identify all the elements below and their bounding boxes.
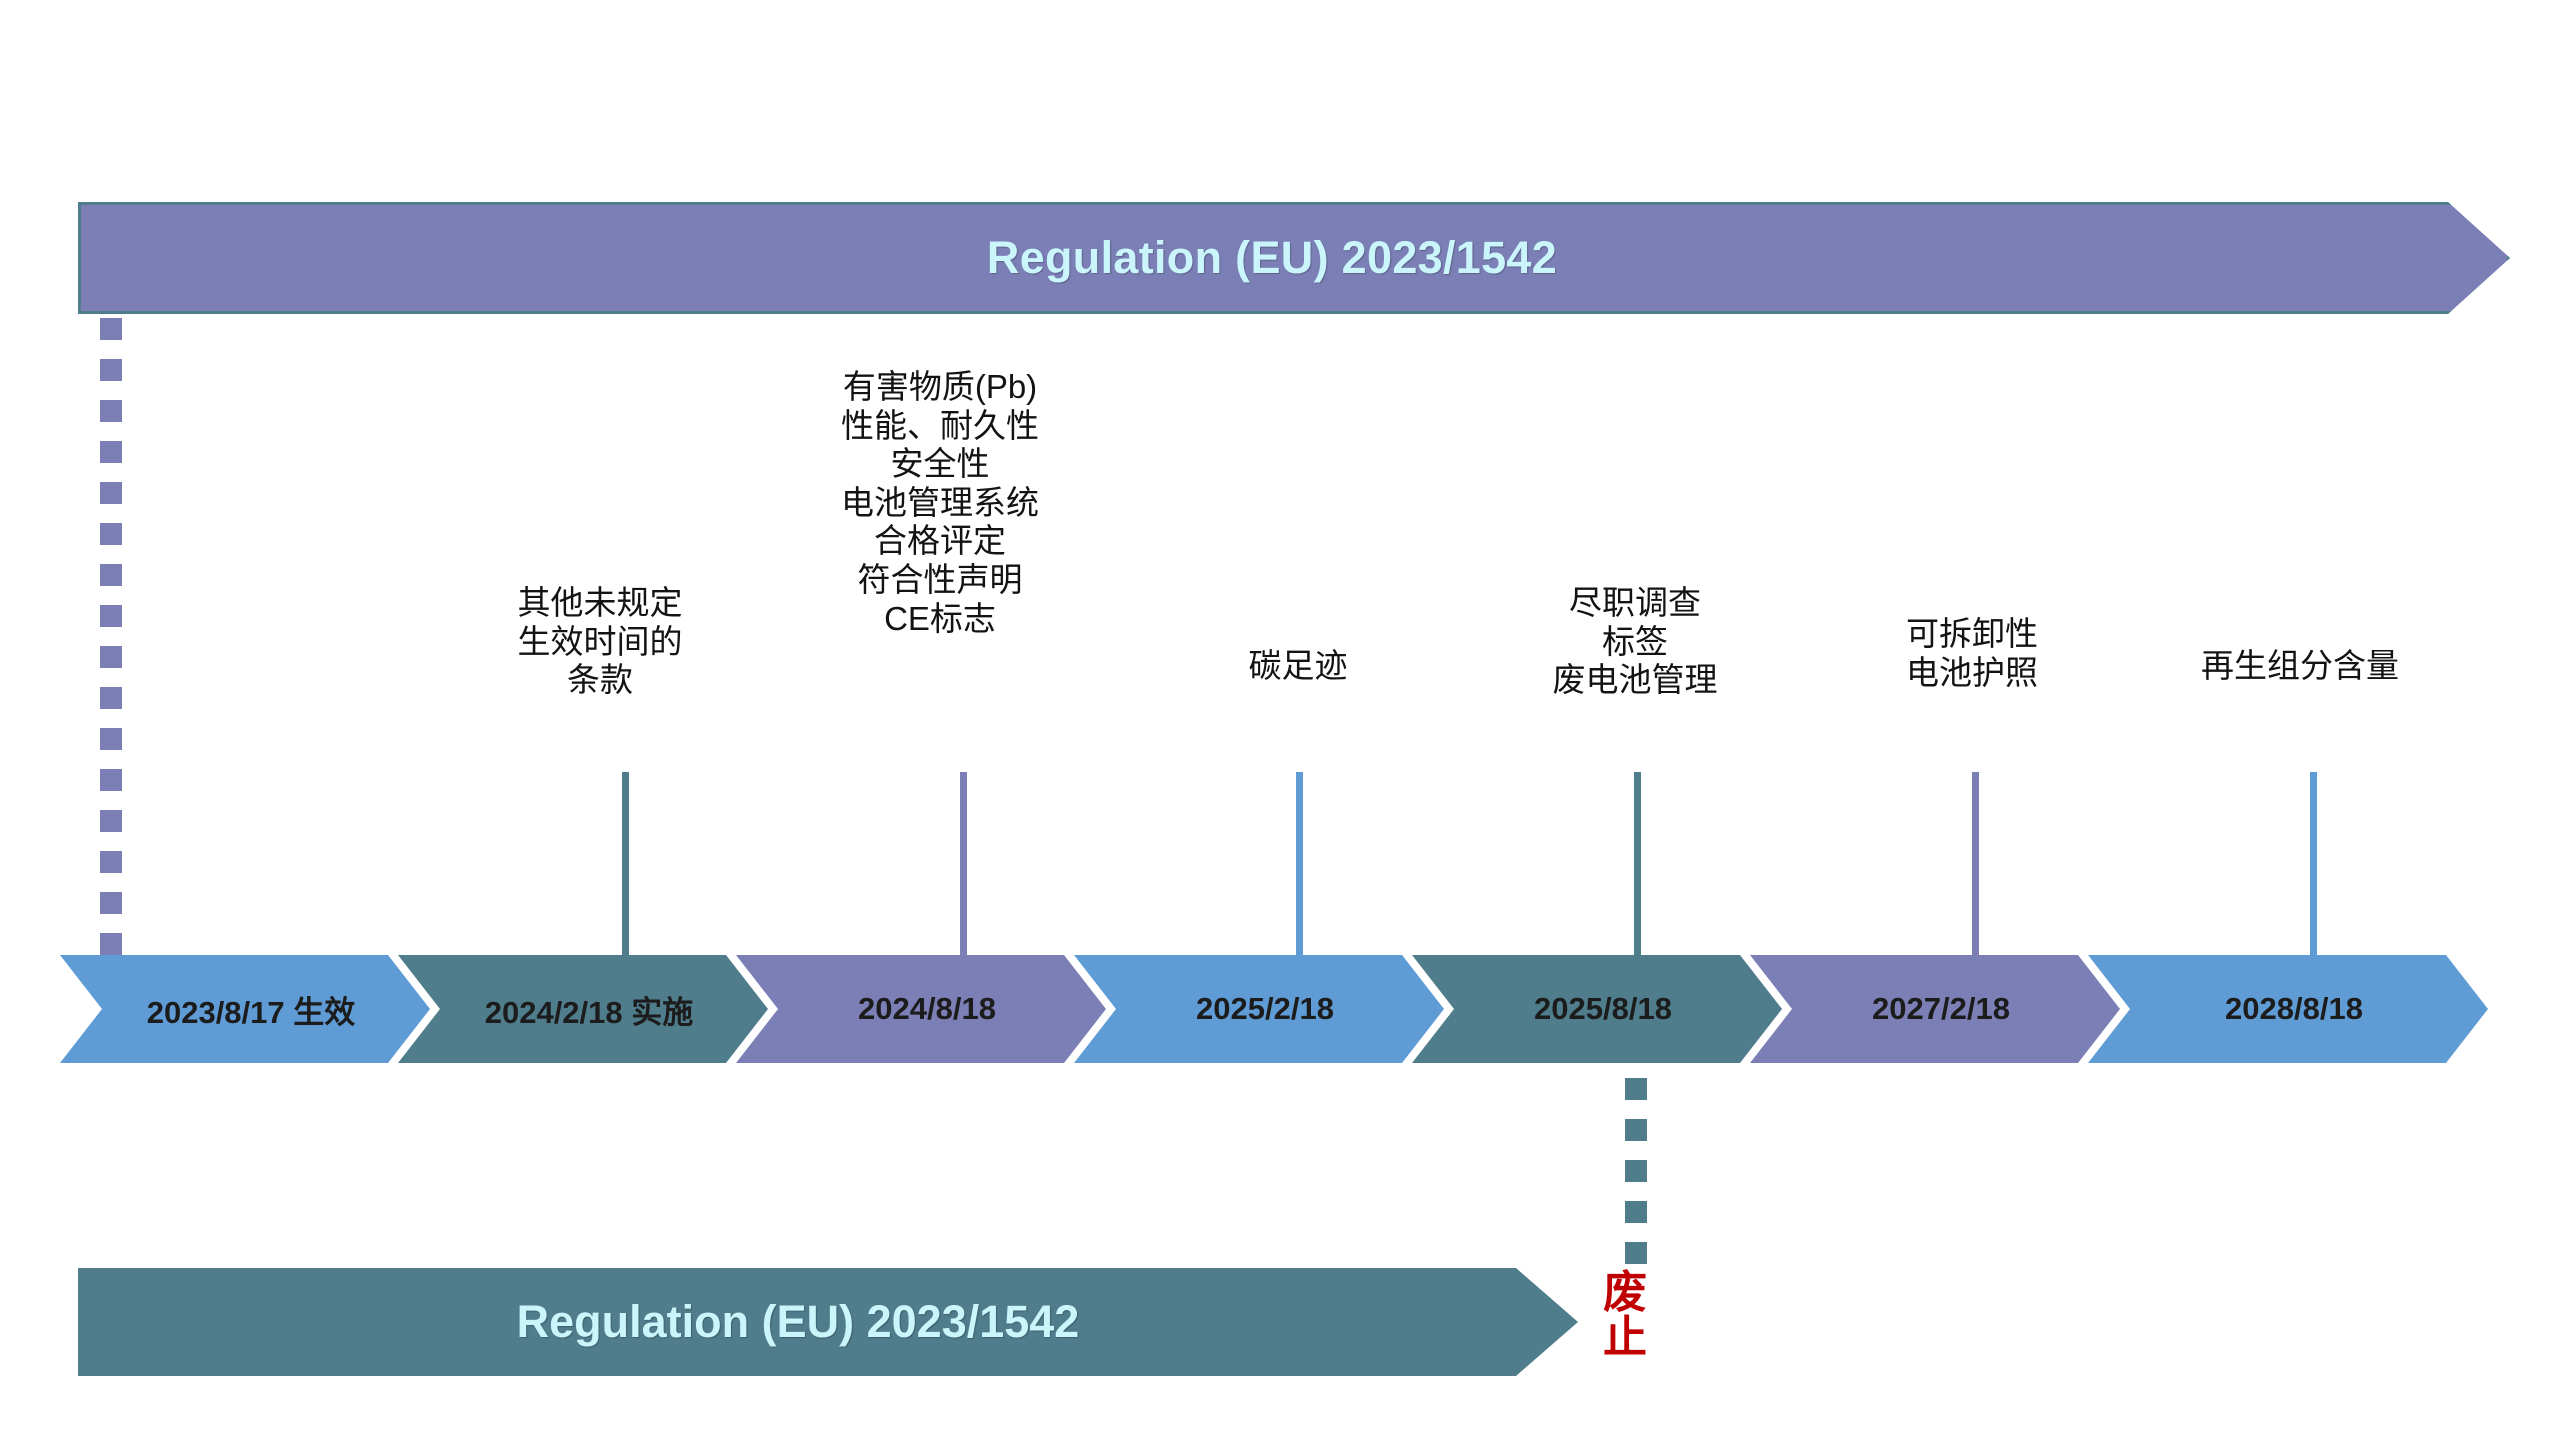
dash-segment — [100, 933, 122, 955]
milestone-chevron[interactable]: 2024/8/18 — [736, 955, 1106, 1063]
milestone-chevron[interactable]: 2025/2/18 — [1074, 955, 1444, 1063]
milestone-requirements-label: 再生组分含量 — [2120, 647, 2480, 686]
milestone-chevron[interactable]: 2027/2/18 — [1750, 955, 2120, 1063]
milestone-date: 2025/8/18 — [1534, 991, 1672, 1026]
dash-segment — [100, 400, 122, 422]
milestone-date: 2027/2/18 — [1872, 991, 2010, 1026]
milestone-stem — [1296, 772, 1303, 963]
bottom-regulation-banner: Regulation (EU) 2023/1542 — [78, 1268, 1578, 1376]
dash-segment — [100, 810, 122, 832]
requirement-line: 条款 — [567, 661, 633, 699]
milestone-stem — [622, 772, 629, 963]
dash-segment — [100, 851, 122, 873]
milestone-date: 2025/2/18 — [1196, 991, 1334, 1026]
repeal-char: 止 — [1603, 1313, 1647, 1363]
dash-segment — [1625, 1160, 1647, 1182]
dash-segment — [100, 605, 122, 627]
requirement-line: 性能、耐久性 — [841, 406, 1039, 444]
dashed-connector-effective-date — [100, 318, 122, 974]
milestone-chevron[interactable]: 2028/8/18 — [2088, 955, 2488, 1063]
top-regulation-banner: Regulation (EU) 2023/1542 — [78, 202, 2510, 314]
repeal-label: 废止 — [1590, 1270, 1660, 1361]
milestone-chevron[interactable]: 2023/8/17 生效 — [60, 955, 430, 1063]
dash-segment — [100, 646, 122, 668]
milestone-requirements-label: 可拆卸性电池护照 — [1792, 615, 2152, 692]
milestone-date: 2024/8/18 — [858, 991, 996, 1026]
dash-segment — [100, 687, 122, 709]
requirement-line: CE标志 — [884, 599, 996, 637]
dash-segment — [100, 482, 122, 504]
milestone-stem — [960, 772, 967, 963]
requirement-line: 有害物质(Pb) — [842, 368, 1038, 405]
dash-segment — [100, 318, 122, 340]
requirement-line: 尽职调查 — [1569, 584, 1701, 621]
milestone-date: 2024/2/18 实施 — [484, 994, 694, 1030]
dash-segment — [100, 523, 122, 545]
requirement-line: 生效时间的 — [517, 622, 683, 660]
milestone-date: 2028/8/18 — [2225, 991, 2363, 1026]
dash-segment — [100, 441, 122, 463]
dash-segment — [100, 728, 122, 750]
dash-segment — [100, 564, 122, 586]
bottom-banner-title: Regulation (EU) 2023/1542 — [516, 1296, 1080, 1347]
top-banner-title: Regulation (EU) 2023/1542 — [986, 232, 1558, 283]
requirement-line: 合格评定 — [874, 522, 1006, 560]
milestone-stem — [2310, 772, 2317, 963]
dashed-connector-repeal — [1625, 1078, 1647, 1283]
repeal-char: 废 — [1603, 1268, 1647, 1317]
requirement-line: 可拆卸性 — [1906, 615, 2038, 652]
dash-segment — [100, 769, 122, 791]
milestone-requirements-label: 碳足迹 — [1118, 647, 1478, 686]
milestone-requirements-label: 尽职调查标签废电池管理 — [1455, 584, 1815, 700]
milestone-chevron-row: 2023/8/17 生效 2024/2/18 实施 2024/8/18 2025/2/… — [60, 955, 2520, 1063]
milestone-requirements-label: 其他未规定生效时间的条款 — [420, 584, 780, 700]
milestone-stem — [1634, 772, 1641, 963]
requirement-line: 其他未规定 — [517, 584, 683, 621]
milestone-chevron[interactable]: 2025/8/18 — [1412, 955, 1782, 1063]
requirement-line: 符合性声明 — [857, 561, 1023, 599]
dash-segment — [1625, 1201, 1647, 1223]
milestone-date: 2023/8/17 生效 — [146, 994, 356, 1030]
dash-segment — [1625, 1119, 1647, 1141]
dash-segment — [1625, 1242, 1647, 1264]
requirement-line: 废电池管理 — [1552, 661, 1718, 699]
requirement-line: 电池管理系统 — [841, 483, 1039, 521]
dash-segment — [1625, 1078, 1647, 1100]
requirement-line: 标签 — [1602, 622, 1668, 660]
milestone-stem — [1972, 772, 1979, 963]
requirement-line: 再生组分含量 — [2201, 647, 2399, 684]
dash-segment — [100, 892, 122, 914]
milestone-chevron[interactable]: 2024/2/18 实施 — [398, 955, 768, 1063]
dash-segment — [100, 359, 122, 381]
requirement-line: 安全性 — [890, 445, 990, 483]
requirement-line: 电池护照 — [1906, 653, 2038, 691]
requirement-line: 碳足迹 — [1248, 647, 1348, 684]
